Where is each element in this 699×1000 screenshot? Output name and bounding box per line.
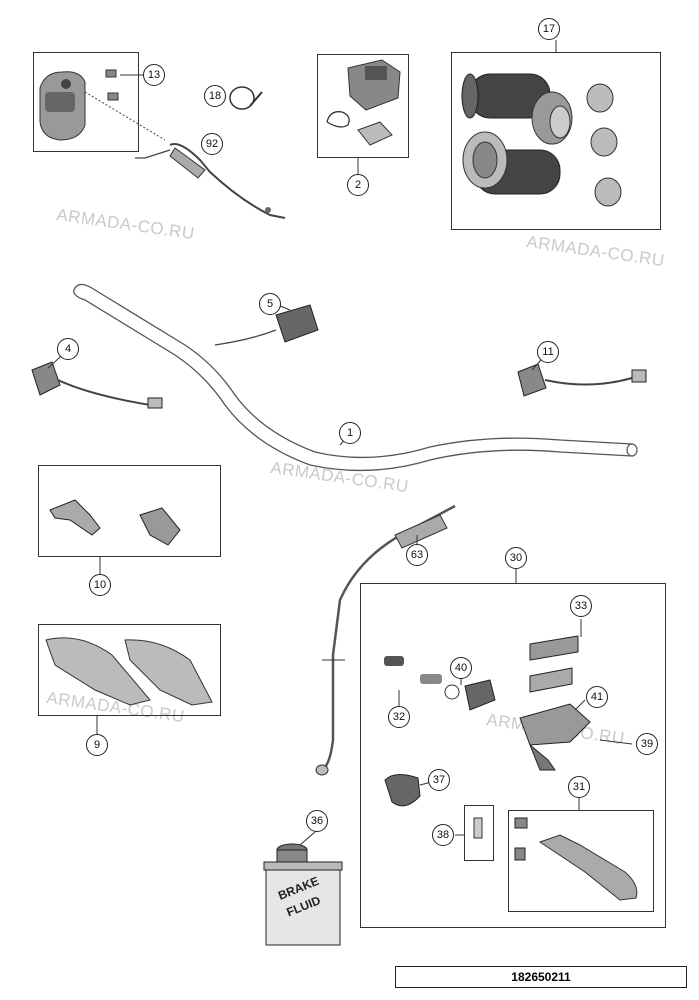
- box-part-38: [464, 805, 494, 861]
- box-lever-31: [508, 810, 654, 912]
- callout-17: 17: [538, 18, 560, 40]
- hand-guard-icon: [45, 637, 213, 706]
- callout-13: 13: [143, 64, 165, 86]
- callout-39: 39: [636, 733, 658, 755]
- callout-32: 32: [388, 706, 410, 728]
- box-part-2: [317, 54, 409, 158]
- box-master-cylinder-30: [360, 583, 666, 928]
- callout-1: 1: [339, 422, 361, 444]
- callout-37: 37: [428, 769, 450, 791]
- callout-11: 11: [537, 341, 559, 363]
- throttle-cable-icon: [135, 143, 286, 219]
- box-switch-13: [33, 52, 139, 152]
- box-handguards-9: [38, 624, 221, 716]
- callout-63: 63: [406, 544, 428, 566]
- callout-36: 36: [306, 810, 328, 832]
- callout-30: 30: [505, 547, 527, 569]
- master-cylinder-icon: [384, 635, 591, 807]
- switch-11-icon: [517, 363, 647, 397]
- callout-5: 5: [259, 293, 281, 315]
- switch-5-icon: [214, 304, 319, 346]
- box-part-10: [38, 465, 221, 557]
- callout-92: 92: [201, 133, 223, 155]
- callout-31: 31: [568, 776, 590, 798]
- mount-kit-icon: [49, 499, 181, 546]
- fluid-can-icon: BRAKE FLUID: [263, 843, 343, 946]
- box-grips-17: [451, 52, 661, 230]
- callout-38: 38: [432, 824, 454, 846]
- switch-4-icon: [31, 361, 163, 409]
- brake-lever-icon: [514, 817, 638, 901]
- callout-33: 33: [570, 595, 592, 617]
- cable-tie-icon: [229, 86, 263, 110]
- callout-9: 9: [86, 734, 108, 756]
- grip-icon: [461, 73, 622, 207]
- callout-40: 40: [450, 657, 472, 679]
- callout-10: 10: [89, 574, 111, 596]
- clutch-cable-icon: [315, 504, 456, 776]
- kill-switch-icon: [326, 59, 401, 146]
- document-number: 182650211: [395, 966, 687, 988]
- switch-housing-icon: [39, 69, 166, 141]
- callout-41: 41: [586, 686, 608, 708]
- callout-2: 2: [347, 174, 369, 196]
- callout-18: 18: [204, 85, 226, 107]
- callout-4: 4: [57, 338, 79, 360]
